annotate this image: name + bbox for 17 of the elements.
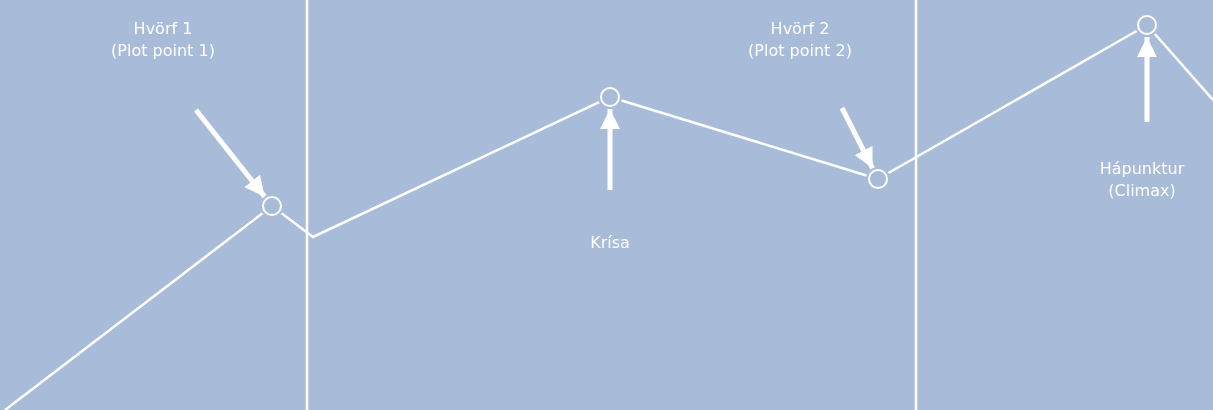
plot-point-marker [261,195,282,216]
crisis-label: Krísa [590,232,630,254]
plot-point-marker [1136,14,1157,35]
plot-point-label: Hvörf 1 (Plot point 1) [111,18,215,62]
plot-line [621,99,867,177]
plot-point-marker [867,168,888,189]
plot-line [1153,33,1213,101]
plot-point-label: Hvörf 2 (Plot point 2) [748,18,852,62]
arrow [194,108,267,199]
plot-point-marker [599,86,620,107]
arrow [1137,37,1157,122]
arrow [600,109,620,190]
arrow [839,106,875,170]
plot-line [4,212,264,410]
plot-line [280,100,600,239]
plot-line [887,29,1138,175]
climax-label: Hápunktur (Climax) [1099,158,1185,202]
